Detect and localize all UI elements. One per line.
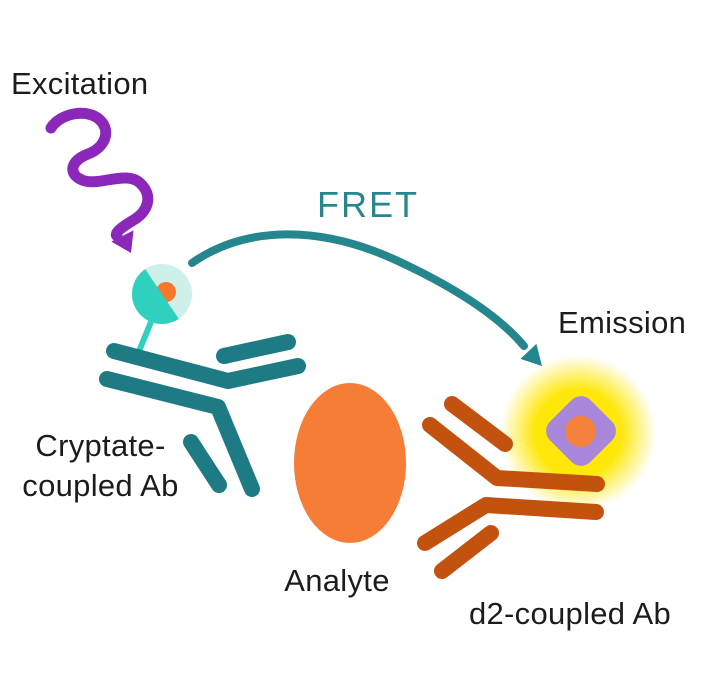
teal-antibody-heavy-chain-2 xyxy=(99,371,260,497)
cryptate-donor-sphere-icon xyxy=(131,264,192,325)
rust-antibody-heavy-chain-1 xyxy=(422,417,605,492)
fret-label: FRET xyxy=(317,184,419,225)
teal-antibody-icon xyxy=(99,334,306,497)
fret-arrowhead-icon xyxy=(520,343,542,366)
analyte-label: Analyte xyxy=(284,563,390,598)
cryptate-ab-label-line2: coupled Ab xyxy=(22,468,179,503)
rust-antibody-icon xyxy=(417,396,605,579)
excitation-label: Excitation xyxy=(11,66,149,101)
teal-antibody-light-chain-1 xyxy=(216,334,296,364)
d2-ab-label: d2-coupled Ab xyxy=(468,596,672,631)
donor-wedge xyxy=(131,269,179,325)
excitation-wavy-arrow-icon xyxy=(45,107,154,242)
acceptor-core-dot xyxy=(565,416,596,447)
fret-curved-arrow-icon xyxy=(188,230,528,350)
emission-label: Emission xyxy=(558,305,687,340)
excitation-arrowhead-icon xyxy=(111,230,134,253)
d2-acceptor-diamond-icon xyxy=(546,396,616,466)
rust-antibody-light-chain-1 xyxy=(444,396,513,452)
analyte-ellipse-icon xyxy=(294,383,406,543)
cryptate-ab-label: Cryptate- coupled Ab xyxy=(3,426,198,506)
rust-antibody-heavy-chain-2 xyxy=(417,497,604,551)
teal-antibody-heavy-chain-1 xyxy=(106,343,306,389)
rust-antibody-light-chain-2 xyxy=(434,525,499,579)
cryptate-ab-label-line1: Cryptate- xyxy=(35,428,166,463)
teal-antibody-light-chain-2 xyxy=(183,434,227,493)
